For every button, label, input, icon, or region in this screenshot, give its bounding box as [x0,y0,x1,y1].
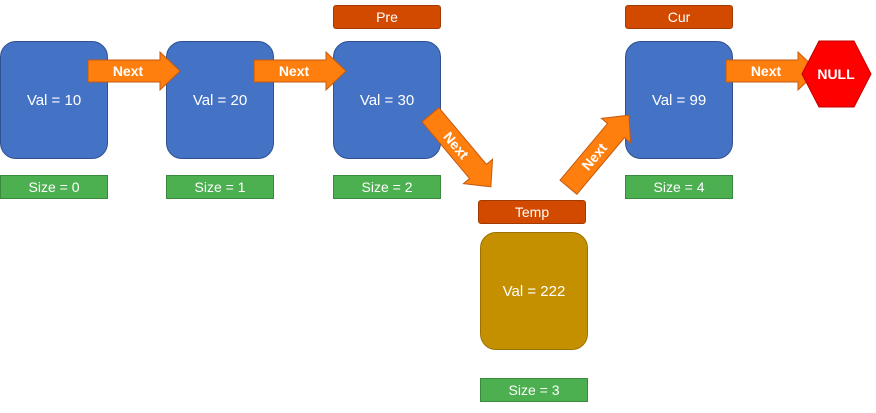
size-label: Size = 2 [361,179,413,195]
pointer-pre: Pre [333,5,441,29]
pointer-temp: Temp [478,200,586,224]
next-arrow-4: Next [559,114,632,196]
node-222: Val = 222 [480,232,588,350]
null-label: NULL [817,66,855,82]
size-label: Size = 3 [508,382,560,398]
size-badge-1: Size = 1 [166,175,274,199]
size-label: Size = 1 [194,179,246,195]
size-label: Size = 0 [28,179,80,195]
pointer-cur-label: Cur [667,9,691,25]
size-badge-3: Size = 3 [480,378,588,402]
size-badge-4: Size = 4 [625,175,733,199]
node-value: Val = 99 [651,91,707,109]
node-value: Val = 222 [502,282,566,300]
size-badge-0: Size = 0 [0,175,108,199]
node-value: Val = 10 [26,91,82,109]
pointer-cur: Cur [625,5,733,29]
pointer-temp-label: Temp [514,204,550,220]
next-arrow-1: Next [87,50,181,92]
pointer-pre-label: Pre [376,9,398,25]
null-terminal: NULL [801,40,872,108]
size-badge-2: Size = 2 [333,175,441,199]
next-label: Next [113,63,144,79]
next-label: Next [751,63,782,79]
node-99: Val = 99 [625,41,733,159]
size-label: Size = 4 [653,179,705,195]
node-value: Val = 20 [192,91,248,109]
next-label: Next [279,63,310,79]
node-value: Val = 30 [359,91,415,109]
node-30: Val = 30 [333,41,441,159]
next-arrow-3: Next [421,106,494,188]
next-arrow-2: Next [253,50,347,92]
